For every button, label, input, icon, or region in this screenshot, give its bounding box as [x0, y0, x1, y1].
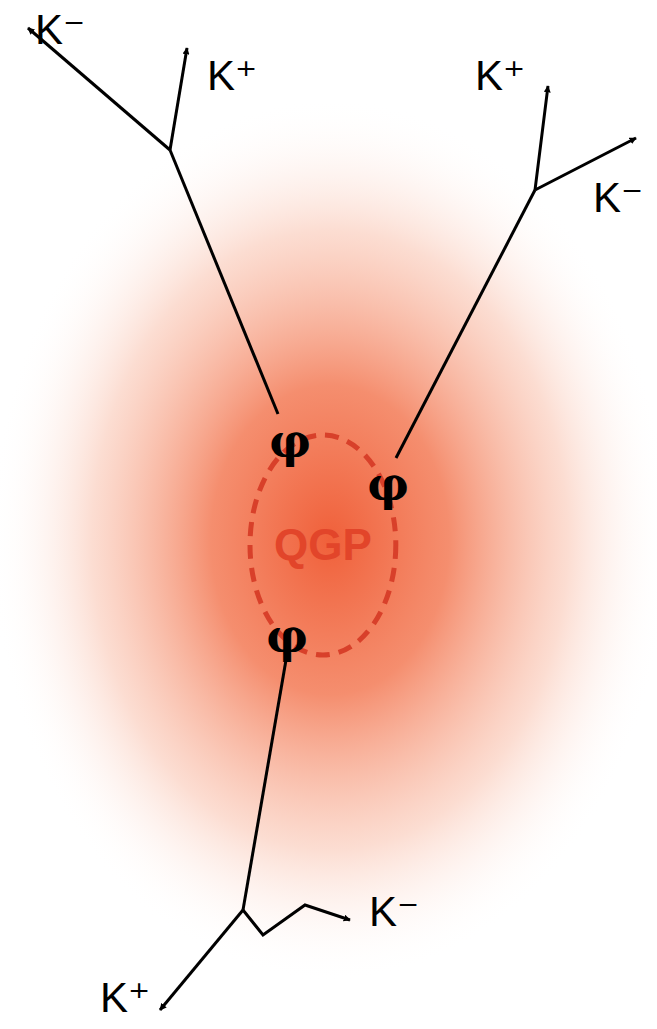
kaon-label: K⁺ — [475, 55, 525, 97]
phi-meson-label: φ — [367, 461, 409, 507]
kaon-label: K⁻ — [35, 9, 85, 51]
kaon-label: K⁻ — [593, 177, 643, 219]
phi-meson-label: φ — [269, 418, 311, 464]
region-label: QGP — [274, 520, 372, 570]
kaon-label: K⁺ — [100, 977, 150, 1019]
kaon-label: K⁻ — [369, 891, 419, 933]
kaon-label: K⁺ — [207, 55, 257, 97]
decay-tracks — [28, 28, 636, 1010]
phi-meson-label: φ — [266, 613, 308, 659]
